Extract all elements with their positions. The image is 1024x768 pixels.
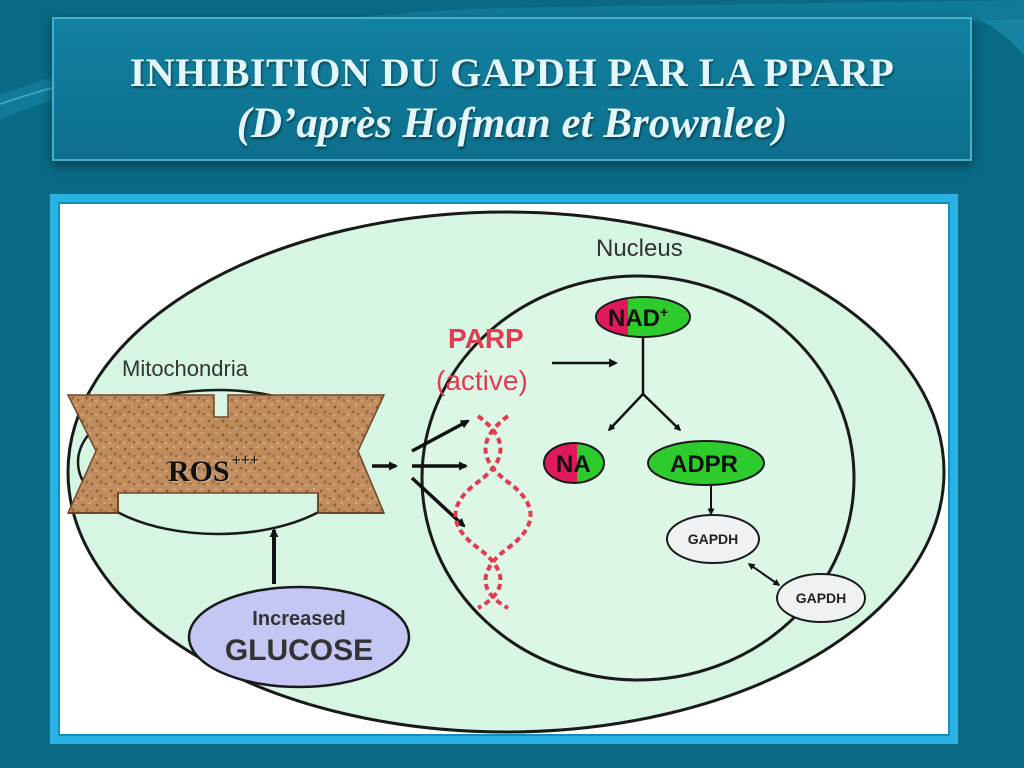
- gapdh-exchange-arrow: [747, 563, 781, 586]
- nad-label: NAD: [608, 305, 660, 332]
- gapdh-label-1: GAPDH: [688, 531, 739, 547]
- split-to-adpr: [642, 393, 682, 432]
- gapdh-node-nuclear: GAPDH: [666, 514, 760, 564]
- glucose-top-label: Increased: [252, 608, 345, 630]
- parp-state: (active): [436, 365, 528, 396]
- na-node: NA: [543, 442, 605, 484]
- slide-subtitle: (D’après Hofman et Brownlee): [236, 100, 788, 147]
- title-box: INHIBITION DU GAPDH PAR LA PPARP (D’aprè…: [52, 17, 972, 161]
- gapdh-node-cytosolic: GAPDH: [776, 573, 866, 623]
- nad-node: NAD+: [595, 296, 691, 338]
- ros-label: ROS+++: [168, 452, 298, 492]
- split-to-na: [607, 393, 644, 432]
- nucleus-shape: [420, 274, 856, 682]
- parp-label: PARP: [448, 323, 524, 354]
- nad-superscript: +: [660, 304, 668, 320]
- ros-arrow-up: [411, 419, 470, 453]
- ros-text: ROS: [168, 455, 230, 488]
- svg-text:NAD+: NAD+: [608, 304, 668, 332]
- adpr-node: ADPR: [647, 440, 765, 486]
- nucleus-label: Nucleus: [596, 235, 683, 262]
- ros-superscript: +++: [231, 452, 260, 469]
- ros-callout-banner: [66, 394, 386, 514]
- pathway-diagram: Nucleus Mitochondria PARP (active): [66, 210, 946, 734]
- slide-title: INHIBITION DU GAPDH PAR LA PPARP: [129, 50, 895, 95]
- gapdh-label-2: GAPDH: [796, 590, 847, 606]
- mitochondria-label: Mitochondria: [122, 356, 249, 381]
- dna-helix: [453, 414, 533, 610]
- adpr-label: ADPR: [670, 451, 738, 478]
- ros-arrow-down: [410, 476, 466, 528]
- na-label: NA: [556, 451, 591, 478]
- glucose-node: Increased GLUCOSE: [187, 585, 411, 689]
- glucose-bottom-label: GLUCOSE: [225, 634, 373, 667]
